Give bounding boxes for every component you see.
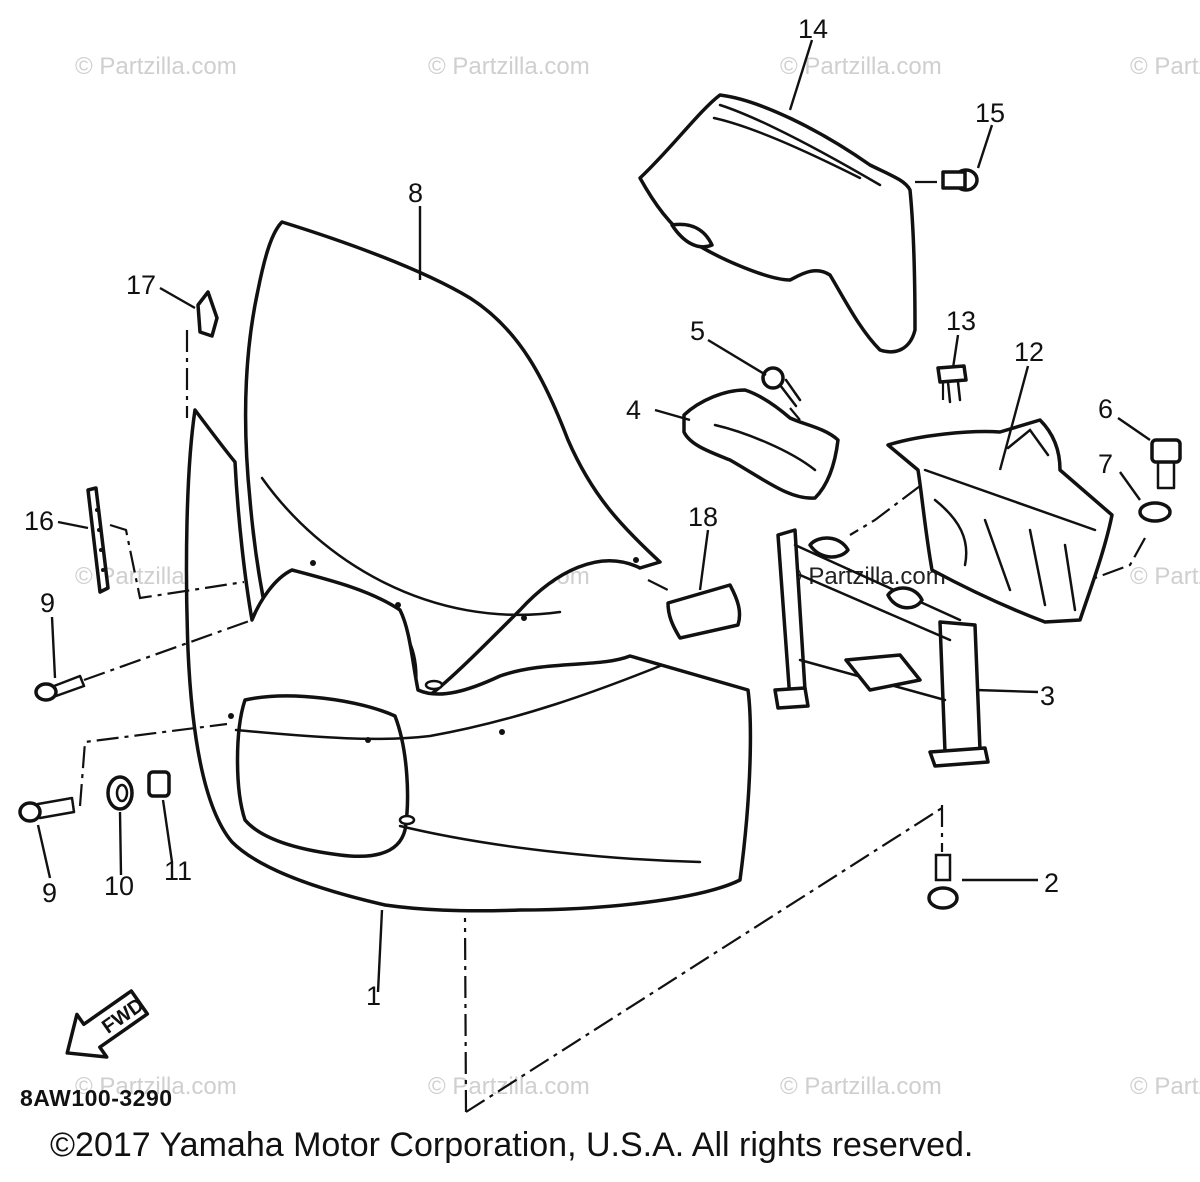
callout-5: 5 xyxy=(690,316,705,346)
callout-18: 18 xyxy=(688,502,718,532)
watermark: © Partzilla.com xyxy=(75,53,237,80)
part-17-emblem xyxy=(196,290,219,338)
callout-17: 17 xyxy=(126,270,156,300)
callout-7: 7 xyxy=(1098,449,1113,479)
callout-2: 2 xyxy=(1044,868,1059,898)
callout-14: 14 xyxy=(798,14,828,44)
watermark: © Partzilla.com xyxy=(1130,563,1200,590)
part-16-strip xyxy=(86,486,110,594)
callout-numbers: 1 2 3 4 5 6 7 8 9 9 10 11 12 13 14 15 16… xyxy=(24,14,1113,1011)
part-4-bracket xyxy=(682,388,840,500)
watermark: © Partzilla.com xyxy=(75,1073,237,1100)
part-14-cover xyxy=(638,93,917,354)
callout-3: 3 xyxy=(1040,681,1055,711)
watermark: © Partzilla.com xyxy=(780,1073,942,1100)
part-18-pad xyxy=(666,583,742,640)
part-3-stay xyxy=(773,528,990,768)
callout-4: 4 xyxy=(626,395,641,425)
part-8-windscreen xyxy=(243,220,662,697)
part-1-cowling xyxy=(184,408,753,913)
callout-12: 12 xyxy=(1014,337,1044,367)
part-5-bolt xyxy=(761,366,802,408)
part-13-bolt xyxy=(936,364,968,404)
part-12-stay xyxy=(886,418,1114,624)
fwd-arrow-icon: FWD xyxy=(65,989,150,1059)
assembly-lines xyxy=(78,180,1146,1113)
callout-6: 6 xyxy=(1098,394,1113,424)
part-2-bolt xyxy=(927,853,959,910)
part-6-bolt xyxy=(1150,438,1182,490)
part-10-grommet xyxy=(106,775,134,811)
callout-9-lower: 9 xyxy=(42,878,57,908)
watermark: © Partzilla.com xyxy=(428,53,590,80)
part-11-nut xyxy=(147,770,171,798)
callout-10: 10 xyxy=(104,871,134,901)
diagram-code: 8AW100-3290 xyxy=(20,1085,173,1111)
callout-16: 16 xyxy=(24,506,54,536)
leader-lines xyxy=(36,39,1151,993)
watermark: © Partzilla.com xyxy=(1130,1073,1200,1100)
callout-11: 11 xyxy=(164,856,192,886)
watermark: © Partzilla.com xyxy=(428,1073,590,1100)
callout-9-upper: 9 xyxy=(40,588,55,618)
callout-13: 13 xyxy=(946,306,976,336)
part-7-washer xyxy=(1138,501,1172,523)
callout-1: 1 xyxy=(366,981,381,1011)
copyright-notice: ©2017 Yamaha Motor Corporation, U.S.A. A… xyxy=(50,1126,974,1164)
part-15-grommet xyxy=(941,168,979,192)
callout-8: 8 xyxy=(408,178,423,208)
callout-15: 15 xyxy=(975,98,1005,128)
watermark: © Partzilla.com xyxy=(1130,53,1200,80)
part-9-screw-lower xyxy=(18,796,76,823)
part-9-screw-upper xyxy=(34,674,86,702)
